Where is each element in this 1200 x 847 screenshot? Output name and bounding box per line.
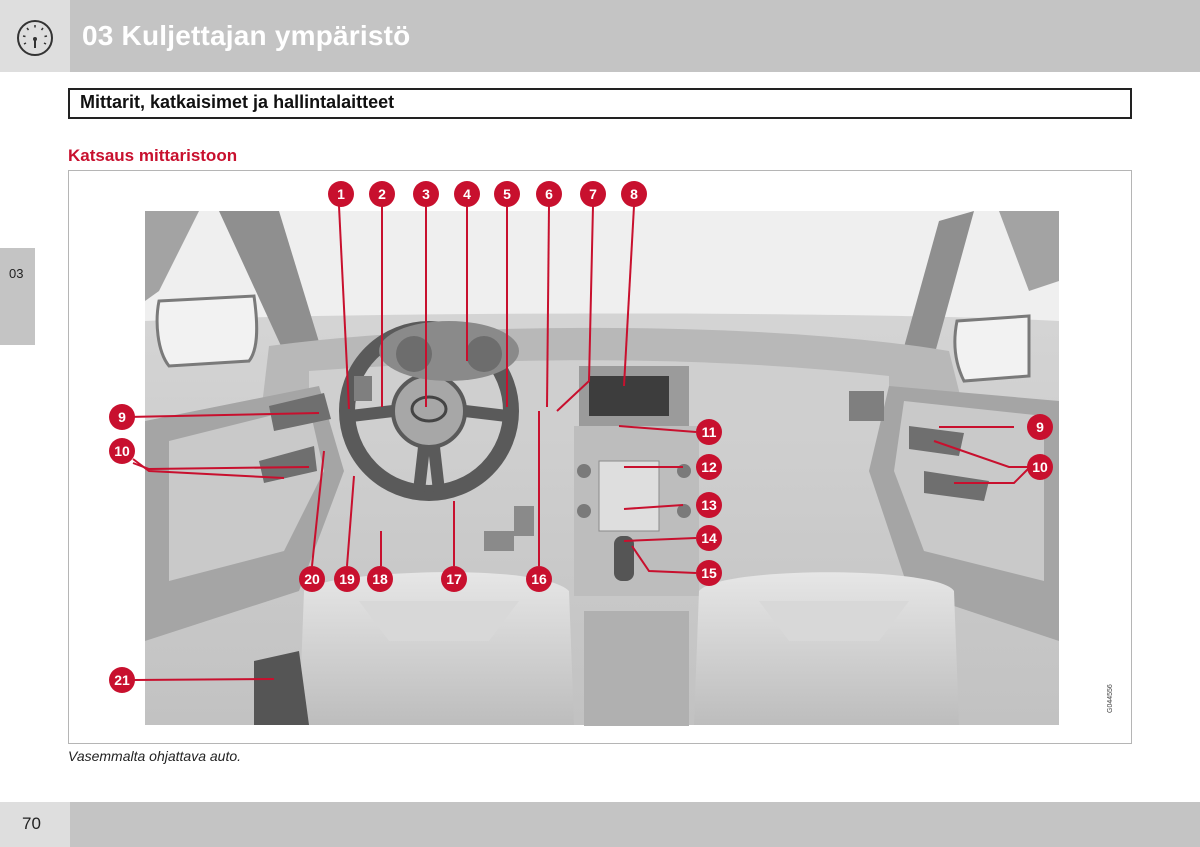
header-band <box>0 0 1200 72</box>
callout-20: 20 <box>299 566 325 592</box>
callout-21: 21 <box>109 667 135 693</box>
callout-1: 1 <box>328 181 354 207</box>
page-number-tile <box>0 802 70 847</box>
callout-12: 12 <box>696 454 722 480</box>
figure-code: G044556 <box>1107 684 1114 713</box>
callout-10-left: 10 <box>109 438 135 464</box>
callout-13: 13 <box>696 492 722 518</box>
gauge-icon <box>17 20 53 56</box>
subsection-title: Katsaus mittaristoon <box>68 146 238 165</box>
callout-2: 2 <box>369 181 395 207</box>
figure-caption: Vasemmalta ohjattava auto. <box>68 748 242 764</box>
chapter-side-tab-label: 03 <box>9 266 24 281</box>
callout-15: 15 <box>696 560 722 586</box>
callout-17: 17 <box>441 566 467 592</box>
callout-11: 11 <box>696 419 722 445</box>
callout-5: 5 <box>494 181 520 207</box>
page-number: 70 <box>22 814 41 833</box>
callout-19: 19 <box>334 566 360 592</box>
section-title-box <box>68 88 1132 119</box>
chapter-title: 03 Kuljettajan ympäristö <box>82 20 411 51</box>
callout-6: 6 <box>536 181 562 207</box>
cockpit-illustration <box>123 205 1059 726</box>
callout-3: 3 <box>413 181 439 207</box>
callout-14: 14 <box>696 525 722 551</box>
callout-10-right: 10 <box>1027 454 1053 480</box>
callout-8: 8 <box>621 181 647 207</box>
callout-7: 7 <box>580 181 606 207</box>
callout-16: 16 <box>526 566 552 592</box>
callout-leader-lines <box>123 205 1031 681</box>
callout-9-left: 9 <box>109 404 135 430</box>
chapter-icon-tile <box>0 0 70 72</box>
footer-band <box>0 802 1200 847</box>
figure-frame: 1 2 3 4 5 6 7 8 9 10 11 12 13 14 15 16 1… <box>68 170 1132 744</box>
callout-4: 4 <box>454 181 480 207</box>
chapter-side-tab <box>0 248 35 345</box>
callout-18: 18 <box>367 566 393 592</box>
section-title: Mittarit, katkaisimet ja hallintalaittee… <box>80 92 395 112</box>
callout-9-right: 9 <box>1027 414 1053 440</box>
